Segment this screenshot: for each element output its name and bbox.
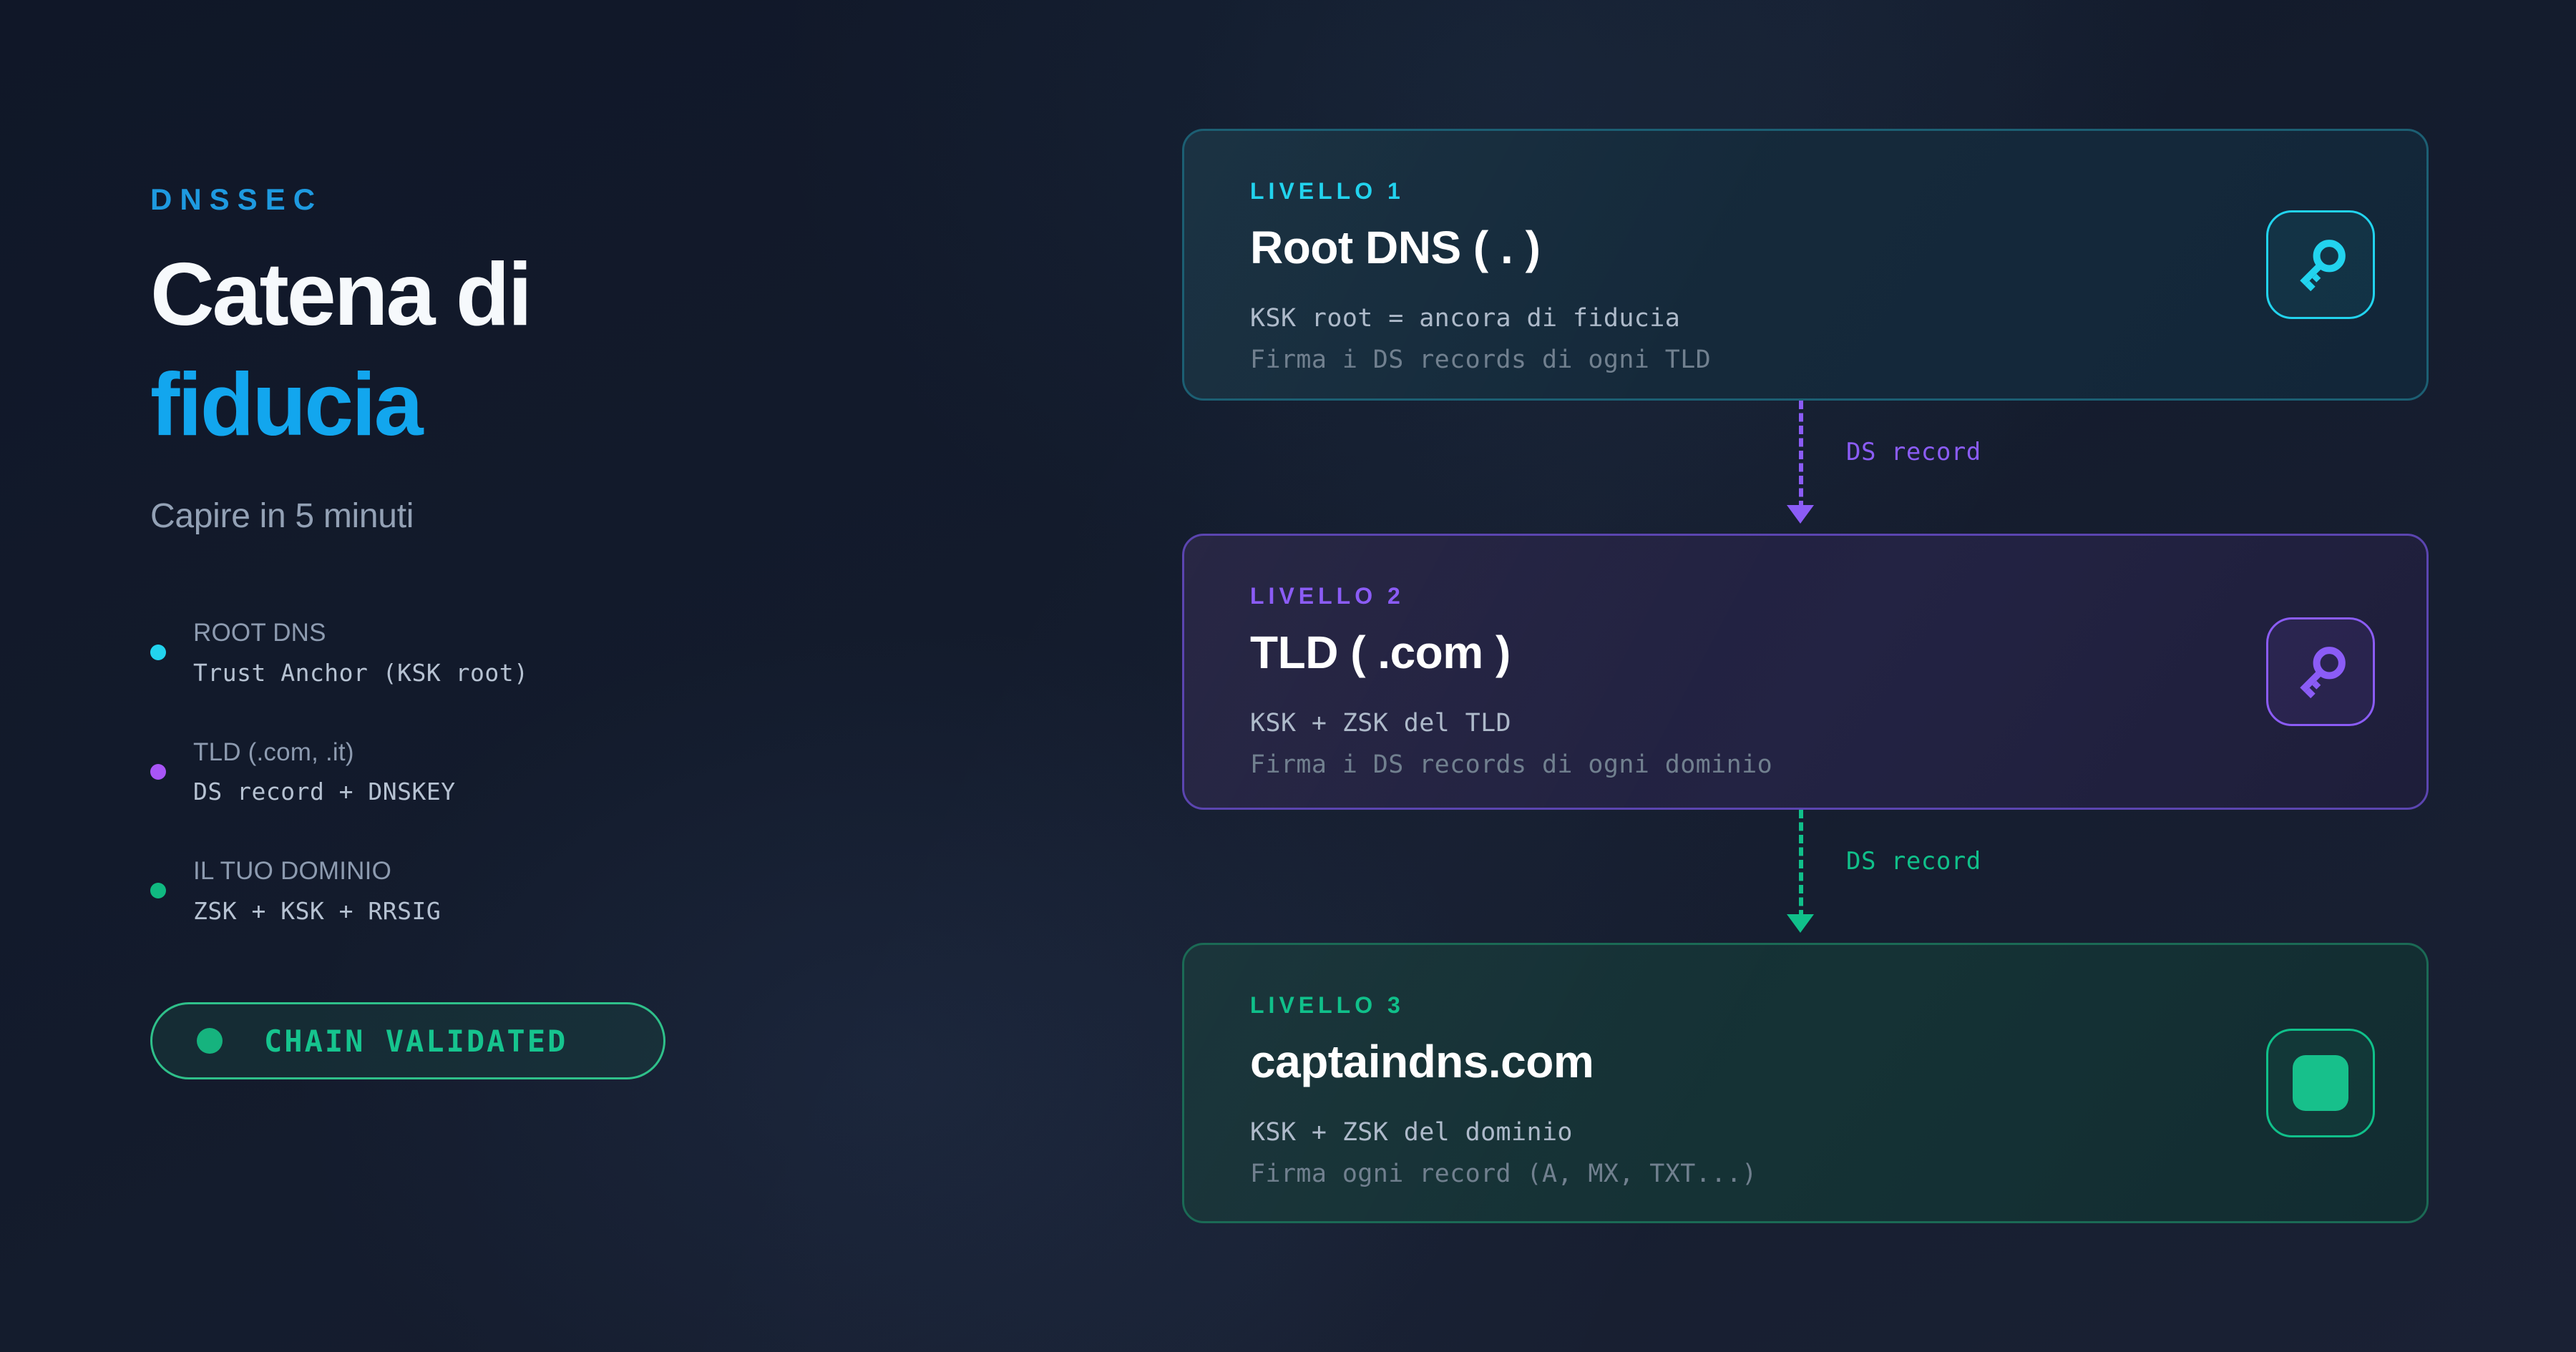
fact-value: DS record + DNSKEY [193, 778, 456, 806]
hero-panel: DNSSEC Catena di fiducia Capire in 5 min… [150, 182, 995, 1080]
status-badge-label: CHAIN VALIDATED [264, 1023, 568, 1059]
eyebrow-label: DNSSEC [150, 182, 323, 216]
card-level-label: LIVELLO 3 [1250, 992, 1405, 1018]
list-item: IL TUO DOMINIO ZSK + KSK + RRSIG [150, 853, 995, 928]
key-icon [2266, 617, 2375, 726]
status-dot-icon [197, 1028, 223, 1054]
title-line-1: Catena di [150, 245, 532, 344]
chain-card-level-1[interactable]: LIVELLO 1 Root DNS ( . ) KSK root = anco… [1182, 129, 2429, 401]
page-subtitle: Capire in 5 minuti [150, 497, 414, 535]
fact-label: ROOT DNS [193, 619, 326, 647]
connector-arrowhead-icon [1787, 505, 1814, 524]
connector-dashed-line [1799, 810, 1803, 919]
connector-level1-to-level2: DS record [1182, 401, 2429, 534]
block-icon [2266, 1029, 2375, 1137]
fact-label: TLD (.com, .it) [193, 738, 354, 766]
bullet-dot-root [150, 645, 166, 660]
connector-label: DS record [1846, 847, 1981, 876]
card-title: Root DNS ( . ) [1250, 222, 1541, 273]
card-detail-primary: KSK + ZSK del dominio [1250, 1118, 1573, 1147]
status-badge[interactable]: CHAIN VALIDATED [150, 1002, 665, 1080]
page-title: Catena di fiducia [150, 250, 995, 449]
chain-diagram: LIVELLO 1 Root DNS ( . ) KSK root = anco… [1182, 129, 2429, 1223]
card-level-label: LIVELLO 1 [1250, 178, 1405, 204]
connector-dashed-line [1799, 401, 1803, 509]
connector-level2-to-level3: DS record [1182, 810, 2429, 943]
card-detail-secondary: Firma i DS records di ogni TLD [1250, 346, 1712, 375]
chain-card-level-2[interactable]: LIVELLO 2 TLD ( .com ) KSK + ZSK del TLD… [1182, 534, 2429, 810]
fact-list: ROOT DNS Trust Anchor (KSK root) TLD (.c… [150, 614, 995, 928]
card-detail-primary: KSK root = ancora di fiducia [1250, 304, 1681, 333]
connector-label: DS record [1846, 438, 1981, 466]
card-title: TLD ( .com ) [1250, 627, 1511, 678]
connector-arrowhead-icon [1787, 914, 1814, 933]
fact-value: ZSK + KSK + RRSIG [193, 896, 441, 925]
card-title: captaindns.com [1250, 1036, 1594, 1087]
block-glyph [2293, 1055, 2348, 1111]
list-item: TLD (.com, .it) DS record + DNSKEY [150, 734, 995, 809]
key-icon [2266, 210, 2375, 319]
chain-card-level-3[interactable]: LIVELLO 3 captaindns.com KSK + ZSK del d… [1182, 943, 2429, 1223]
card-detail-primary: KSK + ZSK del TLD [1250, 709, 1512, 738]
bullet-dot-tld [150, 763, 166, 780]
list-item: ROOT DNS Trust Anchor (KSK root) [150, 614, 995, 690]
card-detail-secondary: Firma i DS records di ogni dominio [1250, 750, 1773, 780]
fact-value: Trust Anchor (KSK root) [193, 658, 529, 687]
card-level-label: LIVELLO 2 [1250, 583, 1405, 609]
card-detail-secondary: Firma ogni record (A, MX, TXT...) [1250, 1160, 1757, 1189]
title-line-2: fiducia [150, 356, 424, 454]
fact-label: IL TUO DOMINIO [193, 857, 391, 886]
bullet-dot-domain [150, 883, 166, 899]
